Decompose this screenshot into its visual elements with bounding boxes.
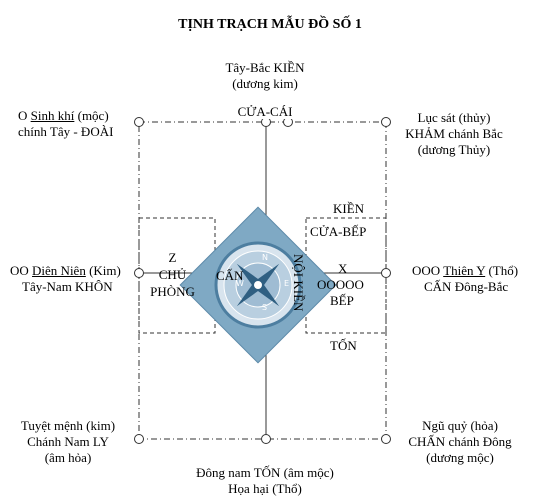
bottom-circle bbox=[261, 434, 271, 444]
corner-circle-tr bbox=[381, 117, 391, 127]
duong-thuy-label: (dương Thủy) bbox=[417, 142, 491, 157]
compass-image bbox=[179, 206, 337, 364]
inner-bep: BẾP bbox=[330, 293, 354, 308]
thien-y-label: OOO Thiên Y (Thổ) bbox=[412, 263, 519, 278]
sinh-khi-label: O Sinh khí (mộc) bbox=[18, 108, 109, 123]
inner-ton: TỐN bbox=[330, 338, 357, 353]
inner-z: Z bbox=[168, 250, 177, 265]
inner-ooooo: OOOOO bbox=[317, 277, 364, 292]
corner-circle-br bbox=[381, 434, 391, 444]
khon-label: Tây-Nam KHÔN bbox=[22, 279, 113, 294]
compass-w: W bbox=[236, 279, 244, 288]
doai-label: chính Tây - ĐOÀI bbox=[18, 124, 114, 139]
hoa-hai-label: Họa hại (Thổ) bbox=[228, 481, 302, 496]
corner-circle-bl bbox=[134, 434, 144, 444]
inner-kien: KIỀN bbox=[333, 201, 365, 216]
tuyet-menh-label: Tuyệt mệnh (kim) bbox=[20, 418, 116, 433]
ngu-quy-label: Ngũ quỷ (hỏa) bbox=[422, 418, 498, 433]
duong-moc-label: (dương mộc) bbox=[426, 450, 494, 465]
main-door-label: CỬA-CÁI bbox=[200, 104, 330, 119]
right-circle bbox=[381, 268, 391, 278]
luc-sat-label: Lục sát (thủy) bbox=[417, 110, 491, 125]
diagram-title: TỊNH TRẠCH MẪU ĐỒ SỐ 1 bbox=[178, 17, 362, 32]
top-label-1: Tây-Bắc KIỀN bbox=[225, 60, 305, 75]
corner-circle-tl bbox=[134, 117, 144, 127]
inner-can: CẤN bbox=[216, 268, 244, 283]
inner-x: X bbox=[338, 261, 348, 276]
can-label: CẤN Đông-Bắc bbox=[424, 279, 509, 294]
chan-label: CHẤN chánh Đông bbox=[408, 434, 512, 449]
inner-phong: PHÒNG bbox=[150, 284, 195, 299]
inner-cua-bep: CỬA-BẾP bbox=[310, 224, 367, 239]
inner-noi-kien-vertical: NỘI KIỀN bbox=[291, 254, 306, 312]
left-circle bbox=[134, 268, 144, 278]
nam-ly-label: Chánh Nam LY bbox=[27, 434, 109, 449]
kham-label: KHẢM chánh Bắc bbox=[405, 126, 503, 141]
ton-label: Đông nam TỐN (âm mộc) bbox=[196, 465, 334, 480]
inner-chu: CHỦ bbox=[158, 267, 187, 282]
compass-n: N bbox=[262, 253, 268, 262]
compass-e: E bbox=[284, 279, 289, 288]
am-hoa-label: (âm hỏa) bbox=[44, 450, 92, 465]
dien-nien-label: OO Diên Niên (Kim) bbox=[10, 263, 121, 278]
top-label-2: (dương kim) bbox=[232, 76, 298, 91]
compass-s: S bbox=[262, 303, 267, 312]
